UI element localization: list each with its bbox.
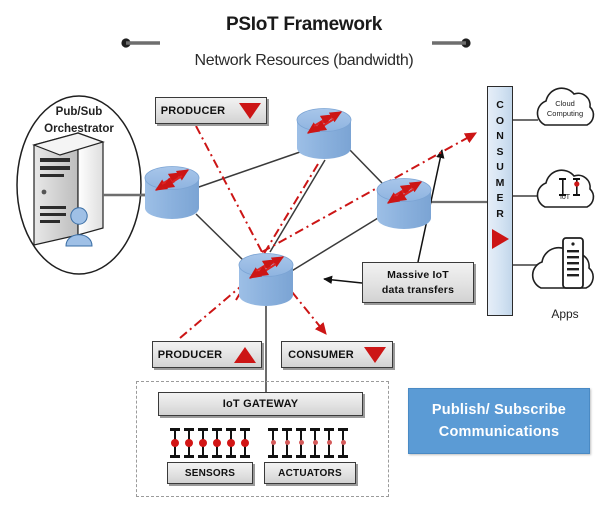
- sensor-icon: [170, 428, 180, 458]
- consumer-letter: E: [496, 192, 504, 204]
- cloud-computing-line1: Cloud: [555, 99, 575, 108]
- orchestrator-label-line2: Orchestrator: [44, 123, 114, 135]
- producer-top-label: PRODUCER: [160, 104, 226, 117]
- red-triangle-right-icon: [491, 229, 509, 249]
- actuator-icon: [296, 428, 306, 458]
- cloud-computing-icon[interactable]: [536, 87, 595, 126]
- sensors-label: SENSORS: [184, 467, 236, 479]
- sensor-icons-row: [170, 428, 250, 458]
- publish-subscribe-panel: Publish/ Subscribe Communications: [408, 388, 590, 454]
- producer-bottom-box[interactable]: PRODUCER: [152, 341, 262, 368]
- page-title: PSIoT Framework: [226, 14, 382, 35]
- consumer-letter: N: [496, 130, 504, 142]
- actuator-icons-row: [268, 428, 348, 458]
- iot-gateway-label: IoT GATEWAY: [222, 398, 299, 410]
- red-triangle-down-icon: [239, 102, 262, 119]
- iot-gateway-group: [136, 381, 389, 497]
- cloud-computing-label: Cloud Computing: [533, 99, 597, 118]
- actuators-label: ACTUATORS: [278, 467, 342, 479]
- iot-sensor-glyphs: [559, 178, 580, 196]
- page-subtitle: Network Resources (bandwidth): [194, 52, 414, 69]
- producer-bottom-label: PRODUCER: [157, 348, 223, 361]
- actuator-icon: [310, 428, 320, 458]
- router-bottom[interactable]: [238, 253, 294, 307]
- iot-cloud-label: IoT: [559, 194, 571, 201]
- actuator-icon: [268, 428, 278, 458]
- consumer-letter: M: [495, 176, 505, 189]
- massive-label-line2: data transfers: [381, 283, 455, 296]
- orchestrator-label-line1: Pub/Sub: [55, 106, 103, 118]
- publish-subscribe-line1: Publish/ Subscribe: [431, 402, 567, 418]
- consumer-bottom-box[interactable]: CONSUMER: [281, 341, 393, 368]
- sensor-icon: [212, 428, 222, 458]
- publish-subscribe-line2: Communications: [438, 424, 560, 440]
- producer-top-box[interactable]: PRODUCER: [155, 97, 267, 124]
- cloud-computing-line2: Computing: [546, 108, 584, 118]
- consumer-bar[interactable]: C O N S U M E R: [487, 86, 513, 316]
- consumer-letter: U: [496, 161, 504, 173]
- router-left[interactable]: [144, 166, 200, 220]
- user-avatar-icon: [65, 207, 93, 247]
- pubsub-flow-lines: [179, 125, 478, 339]
- sensor-icon: [184, 428, 194, 458]
- apps-cloud-icon[interactable]: [531, 237, 594, 289]
- consumer-letter: O: [495, 114, 505, 127]
- server-tower-icon: [32, 132, 105, 246]
- massive-iot-data-transfers-box: Massive IoT data transfers: [362, 262, 474, 303]
- consumer-letter: C: [496, 99, 504, 111]
- bandwidth-dimension-line: [121, 38, 471, 48]
- sensors-box[interactable]: SENSORS: [167, 462, 253, 484]
- iot-gateway-box[interactable]: IoT GATEWAY: [158, 392, 363, 416]
- orchestrator-label: Pub/Sub Orchestrator: [24, 104, 134, 138]
- sensor-icon: [198, 428, 208, 458]
- consumer-bottom-label: CONSUMER: [288, 348, 354, 361]
- apps-cloud-label: Apps: [551, 307, 579, 321]
- red-triangle-down-icon: [363, 346, 386, 363]
- sensor-icon: [226, 428, 236, 458]
- red-triangle-up-icon: [234, 346, 257, 363]
- consumer-letter: S: [496, 145, 504, 158]
- network-links: [103, 119, 538, 392]
- actuators-box[interactable]: ACTUATORS: [264, 462, 356, 484]
- consumer-letter: R: [496, 207, 504, 220]
- iot-cloud-icon[interactable]: [536, 169, 595, 208]
- actuator-icon: [324, 428, 334, 458]
- actuator-icon: [338, 428, 348, 458]
- sensor-icon: [240, 428, 250, 458]
- router-top[interactable]: [296, 108, 352, 160]
- massive-label-line1: Massive IoT: [387, 268, 449, 281]
- router-right[interactable]: [376, 178, 432, 230]
- actuator-icon: [282, 428, 292, 458]
